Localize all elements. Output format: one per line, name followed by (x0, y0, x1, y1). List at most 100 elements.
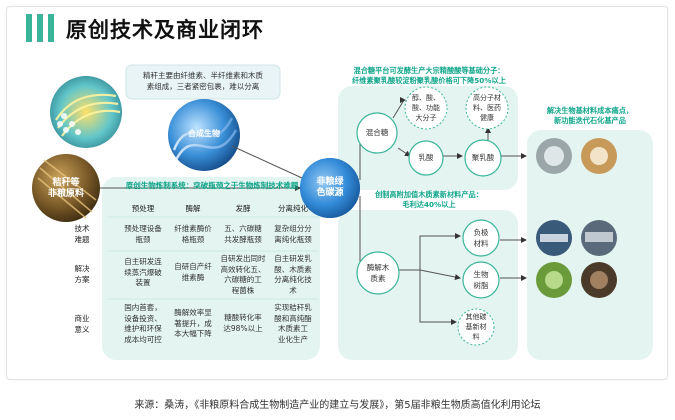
alcohol-acid-line-2: 酸、功能 (412, 104, 440, 112)
cell-line: 酶解效率显 (174, 308, 212, 317)
nongrain-carbon-label: 非粮绿 色碳源 (304, 177, 356, 199)
right-panel-title-1: 解决生物基材料成本痛点， (546, 106, 634, 115)
cell-line: 自主研发乳 (274, 254, 312, 263)
cell-r2-c3: 实现秸秆乳 酸和高纯酯 木质素工 业化生产 (266, 303, 320, 345)
source-caption: 来源：桑涛，《非粮原料合成生物制造产业的建立与发展》，第5届非粮生物质高值化利用… (134, 400, 541, 411)
bio-resin-node (462, 261, 500, 299)
cell-line: 达98%以上 (223, 323, 263, 333)
cell-line: 维护和环保 (124, 324, 162, 333)
cell-line: 术 (289, 285, 297, 295)
cell-line: 复杂组分分 (274, 224, 312, 233)
mixed-sugar-node (356, 112, 398, 154)
cell-line: 五、六碳糖 (224, 224, 262, 233)
cell-r2-c2: 糖酸转化率 达98%以上 (218, 313, 268, 334)
bio-resin-line-2: 树脂 (473, 280, 489, 290)
polymer-line-1: 高分子材 (473, 94, 501, 102)
row-label-tech-2: 难题 (74, 234, 90, 244)
lignin-label: 酶解木 质素 (357, 263, 399, 284)
cell-line: 实现秸秆乳 (274, 303, 312, 312)
alcohol-acid-node (404, 86, 448, 130)
cell-r0-c0: 预处理设备 瓶颈 (118, 224, 168, 245)
cell-r0-c1: 纤维素酶价 格瓶颈 (168, 224, 218, 245)
other-material-line-2: 基新材 (465, 323, 487, 331)
row-label-business-1: 商业 (74, 314, 90, 323)
column-header-separation: 分离纯化 (278, 204, 308, 213)
bio-resin-line-1: 生物 (473, 270, 489, 279)
cell-line: 纤维素酶价 (174, 224, 212, 233)
row-label-business: 商业 意义 (62, 314, 102, 335)
cell-r1-c3: 自主研发乳 酸、木质素 分离纯化技 术 (266, 254, 320, 296)
negative-material-line-1: 负极 (473, 228, 489, 237)
column-header-enzymolysis: 酶解 (185, 204, 201, 213)
cell-r1-c0: 自主研发连 续蒸汽爆破 装置 (118, 257, 168, 289)
straw-label: 秸秆等 非粮原料 (40, 178, 92, 200)
right-panel-title: 解决生物基材料成本痛点， 新功能迭代石化基产品 (520, 106, 660, 126)
column-header-pretreat: 预处理 (131, 204, 155, 213)
row-label-solution: 解决 方案 (62, 264, 102, 285)
cell-line: 自研发出同时 (220, 254, 266, 263)
row-label-tech: 技术 难题 (62, 224, 102, 245)
other-material-node (457, 308, 495, 346)
lower-branch-title: 创制高附加值木质素新材料产品： 毛利达40%以上 (338, 190, 520, 210)
alcohol-acid-label: 醇、酸、 酸、功能 大分子 (405, 93, 447, 123)
negative-material-line-2: 材料 (473, 238, 489, 248)
cell-line: 本大幅下降 (174, 329, 212, 338)
cell-line: 分离纯化技 (274, 275, 312, 284)
cell-r1-c1: 自研自产纤 维素酶 (168, 262, 218, 283)
cell-line: 自主研发连 (124, 257, 162, 266)
straw-label-line-2: 非粮原料 (47, 189, 84, 199)
lignin-node (356, 251, 400, 295)
lower-branch-title-2: 毛利达40%以上 (402, 200, 456, 209)
bio-system-title: 原创生物炼制系统：突破瓶颈之于生物炼制技术难题 (125, 181, 299, 190)
cell-line: 预处理设备 (124, 224, 162, 233)
upper-branch-title: 混合糖平台可发酵生产大宗精酸酸等基础分子： 纤维素聚乳酸较淀粉聚乳酸价格可下降5… (338, 66, 520, 86)
page-title: 原创技术及商业闭环 (66, 18, 264, 42)
column-header-fermentation: 发酵 (235, 204, 251, 213)
top-note-box (125, 64, 281, 100)
row-label-solution-1: 解决 (74, 264, 90, 273)
cell-line: 六碳糖的工 (224, 275, 262, 284)
lactic-acid-node (408, 140, 444, 176)
row-label-solution-2: 方案 (74, 274, 90, 284)
synthetic-bio-label: 合成生物 (188, 129, 220, 138)
other-material-label: 其他碳 基新材 料 (456, 312, 496, 342)
cell-r0-c2: 五、六碳糖 共发酵瓶颈 (218, 224, 268, 245)
cell-line: 成本均可控 (124, 334, 162, 344)
alcohol-acid-line-1: 醇、酸、 (412, 94, 440, 102)
cell-line: 离纯化瓶颈 (274, 234, 312, 244)
right-panel-title-2: 新功能迭代石化基产品 (554, 116, 626, 125)
cell-line: 糖酸转化率 (224, 313, 262, 322)
cell-r2-c0: 国内首套， 设备投资、 维护和环保 成本均可控 (118, 303, 168, 345)
lignin-line-1: 酶解木 (366, 263, 390, 272)
alcohol-acid-line-3: 大分子 (415, 114, 437, 122)
cell-line: 共发酵瓶颈 (224, 234, 262, 244)
lactic-acid-label: 乳酸 (418, 153, 434, 162)
cell-line: 续蒸汽爆破 (124, 267, 162, 277)
polymer-line-2: 料、医药 (473, 104, 501, 112)
cell-line: 格瓶颈 (181, 234, 205, 244)
other-material-line-1: 其他碳 (465, 313, 487, 321)
cell-line: 著提升，成 (174, 318, 212, 328)
cell-line: 装置 (135, 278, 151, 287)
row-label-tech-1: 技术 (74, 224, 90, 233)
bio-resin-label: 生物 树脂 (462, 270, 500, 291)
top-note-line-2: 素组成，三者紧密包裹，难以分离 (146, 81, 260, 91)
cell-line: 自研自产纤 (174, 262, 212, 271)
pla-node (464, 139, 502, 177)
product-images (536, 138, 617, 298)
lignin-line-2: 质素 (370, 273, 386, 283)
nongrain-carbon-line-2: 色碳源 (316, 188, 344, 198)
cell-line: 程菌株 (231, 285, 255, 295)
cell-line: 木质素工 (278, 324, 308, 333)
bio-system-panel (102, 177, 320, 360)
cell-r2-c1: 酶解效率显 著提升，成 本大幅下降 (168, 308, 218, 340)
cell-line: 高效转化五、 (220, 264, 266, 274)
cell-r1-c2: 自研发出同时 高效转化五、 六碳糖的工 程菌株 (216, 254, 270, 296)
cell-r0-c3: 复杂组分分 离纯化瓶颈 (266, 224, 320, 245)
cell-line: 国内首套， (124, 303, 162, 312)
negative-material-node (462, 219, 500, 257)
nongrain-carbon-line-1: 非粮绿 (316, 177, 344, 187)
other-material-line-3: 料 (472, 333, 480, 341)
